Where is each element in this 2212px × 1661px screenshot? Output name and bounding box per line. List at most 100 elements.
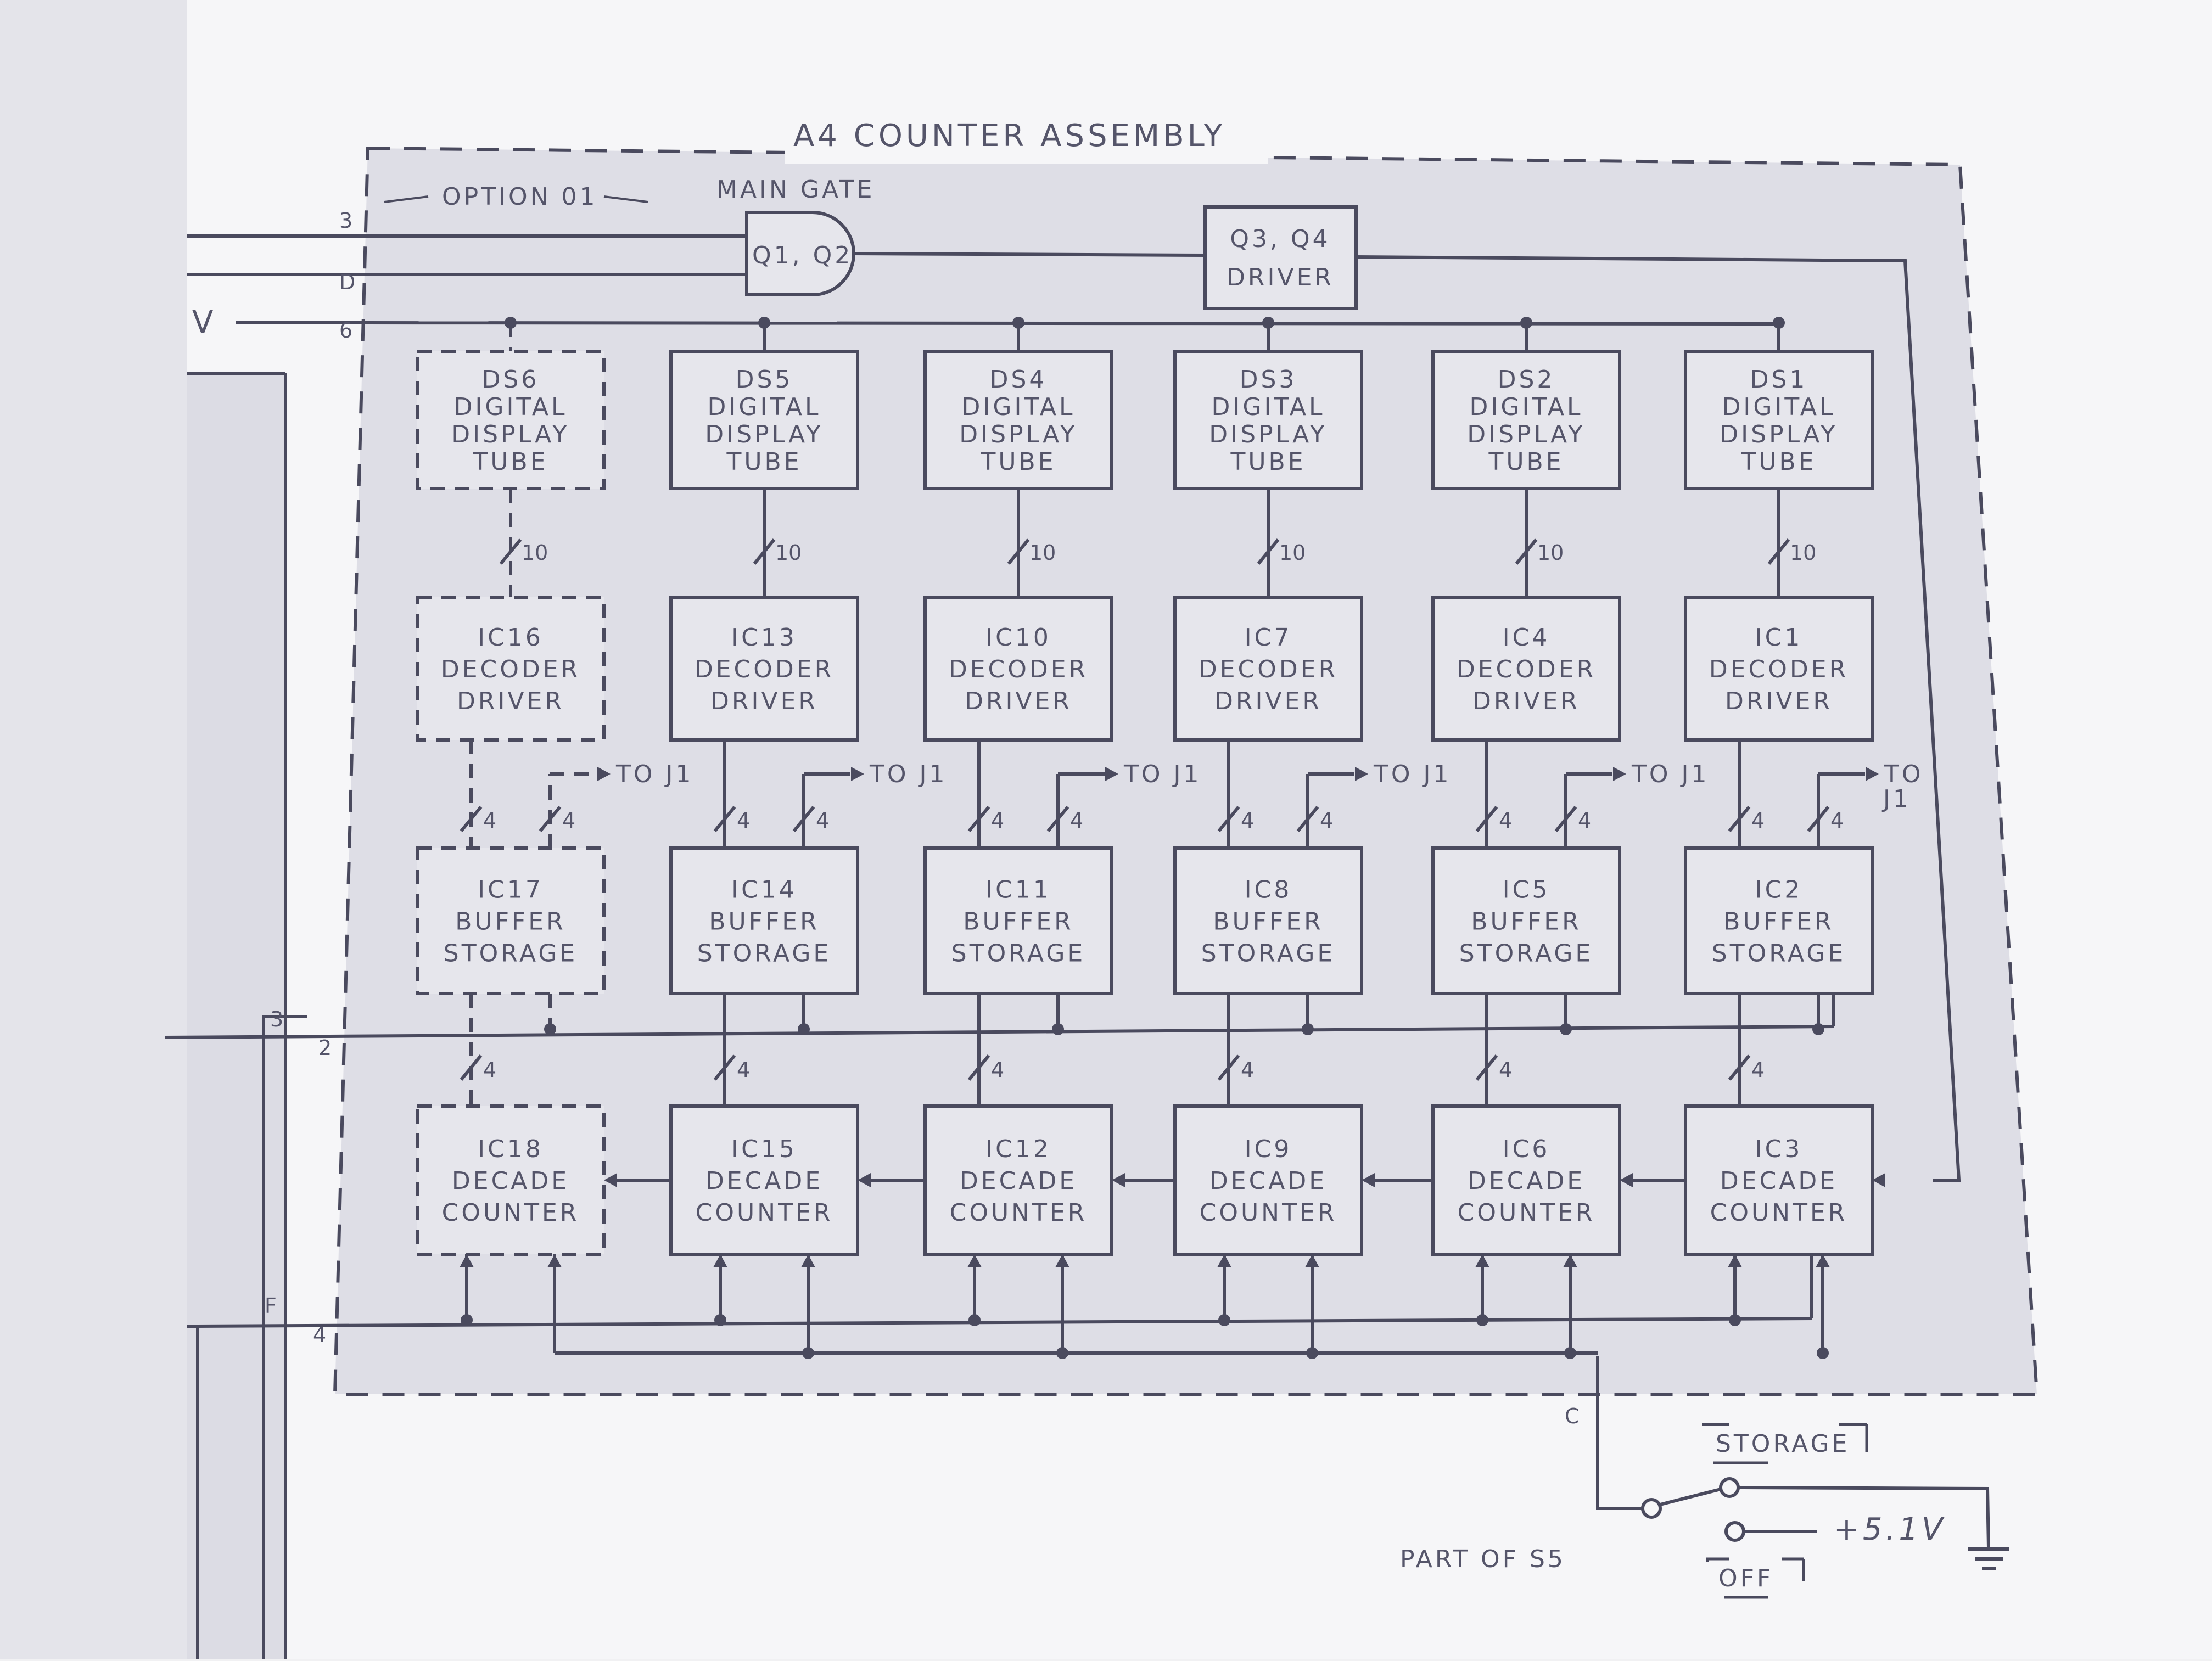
buffer-storage-label: IC2 bbox=[1755, 876, 1803, 904]
counter-enable-arrow bbox=[1816, 1254, 1830, 1267]
tube-label: DISPLAY bbox=[705, 420, 823, 448]
pin-left-3: 3 bbox=[339, 209, 352, 233]
decade-counter-label: IC12 bbox=[985, 1135, 1051, 1163]
tube-label: DISPLAY bbox=[959, 420, 1077, 448]
transfer-junction-dot bbox=[544, 1023, 556, 1035]
bus-width-label: 4 bbox=[1830, 809, 1844, 833]
bus-slash bbox=[1007, 538, 1030, 565]
bus-width-label: 4 bbox=[1320, 809, 1333, 833]
bus-width-label: 4 bbox=[1751, 809, 1765, 833]
carry-arrow bbox=[1112, 1173, 1125, 1187]
counter-input-arrow bbox=[1872, 1173, 1885, 1187]
to-j1-arrow bbox=[1613, 767, 1626, 781]
storage-position-box bbox=[1700, 1423, 1868, 1464]
decoder-driver-label: IC16 bbox=[478, 624, 544, 652]
bus-slash bbox=[1217, 1054, 1240, 1081]
buffer-storage-label: IC5 bbox=[1503, 876, 1550, 904]
q3-q4-driver-block bbox=[1203, 205, 1358, 310]
buffer-storage-label: STORAGE bbox=[951, 940, 1085, 968]
to-j1-label: TO J1 bbox=[1123, 760, 1201, 788]
switch-off-contact bbox=[1724, 1521, 1745, 1542]
buffer-storage-block bbox=[923, 846, 1113, 995]
decade-counter-label: COUNTER bbox=[696, 1199, 833, 1227]
off-position-label: OFF bbox=[1718, 1564, 1773, 1592]
tube-label: DISPLAY bbox=[451, 420, 569, 448]
buffer-storage-label: BUFFER bbox=[1723, 908, 1834, 936]
option-rule-right bbox=[603, 195, 648, 203]
bus-width-label: 4 bbox=[737, 1058, 750, 1082]
counter-enable-arrow bbox=[801, 1254, 815, 1267]
title-gap bbox=[785, 125, 1268, 164]
bus-width-label: 4 bbox=[1241, 1058, 1254, 1082]
to-j1-arrow bbox=[1866, 767, 1879, 781]
buffer-storage-block bbox=[1684, 846, 1874, 995]
carry-arrow bbox=[1620, 1173, 1633, 1187]
assembly-title: A4 COUNTER ASSEMBLY bbox=[793, 118, 1226, 154]
left-panel bbox=[0, 0, 187, 1659]
bus-slash bbox=[792, 806, 815, 832]
buffer-storage-block bbox=[1173, 846, 1363, 995]
to-j1-arrow bbox=[1105, 767, 1118, 781]
ground-wire bbox=[1738, 1486, 1990, 1548]
counter-reset-arrow bbox=[1475, 1254, 1489, 1267]
bus-slash bbox=[499, 538, 522, 565]
tube-label: TUBE bbox=[726, 448, 802, 476]
bus-width-label: 4 bbox=[1578, 809, 1591, 833]
bus-width-label: 4 bbox=[816, 809, 829, 833]
decoder-driver-label: IC4 bbox=[1503, 624, 1550, 652]
buffer-storage-label: STORAGE bbox=[1459, 940, 1593, 968]
decoder-driver-block bbox=[1684, 596, 1874, 742]
decoder-driver-label: DRIVER bbox=[1472, 687, 1580, 715]
main-gate-label: MAIN GATE bbox=[716, 176, 875, 204]
tube-block bbox=[1173, 350, 1363, 490]
buffer-storage-label: BUFFER bbox=[963, 908, 1073, 936]
decade-counter-block bbox=[1431, 1104, 1621, 1256]
reset-bus bbox=[197, 1317, 1812, 1328]
to-j1-label: TO J1 bbox=[869, 760, 947, 788]
pin-left-d: D bbox=[339, 270, 355, 294]
bus-slash bbox=[460, 806, 483, 832]
reset-junction-dot bbox=[461, 1314, 473, 1326]
decoder-driver-label: IC10 bbox=[985, 624, 1051, 652]
counter-reset-arrow bbox=[713, 1254, 727, 1267]
counter-reset-arrow bbox=[967, 1254, 982, 1267]
transfer-bus bbox=[164, 1025, 1834, 1039]
decoder-driver-label: DECODER bbox=[1199, 655, 1338, 683]
buffer-storage-label: IC8 bbox=[1245, 876, 1292, 904]
tube-label: DIGITAL bbox=[453, 393, 567, 421]
buffer-storage-label: STORAGE bbox=[1201, 940, 1335, 968]
to-j1-label: TO J1 bbox=[615, 760, 693, 788]
bus-slash bbox=[460, 1054, 483, 1081]
enable-junction-dot bbox=[1817, 1347, 1829, 1359]
gate-to-driver-wire bbox=[853, 252, 1206, 257]
buffer-storage-block bbox=[416, 846, 606, 995]
decade-counter-label: IC3 bbox=[1755, 1135, 1803, 1163]
decade-counter-block bbox=[1173, 1104, 1363, 1256]
decade-counter-label: IC6 bbox=[1503, 1135, 1550, 1163]
bus-slash bbox=[1728, 806, 1751, 832]
bus-width-label: 10 bbox=[1029, 541, 1056, 565]
tube-label: DIGITAL bbox=[1211, 393, 1325, 421]
decoder-driver-label: DRIVER bbox=[457, 687, 564, 715]
decoder-driver-label: DRIVER bbox=[965, 687, 1072, 715]
pin-left-f: F bbox=[265, 1294, 277, 1318]
bus-slash bbox=[1475, 806, 1498, 832]
tube-label: TUBE bbox=[1488, 448, 1564, 476]
decade-counter-label: DECADE bbox=[1468, 1167, 1585, 1195]
bus-width-label: 10 bbox=[1790, 541, 1816, 565]
to-j1-label: J1 bbox=[1881, 785, 1911, 813]
decade-counter-label: IC9 bbox=[1245, 1135, 1292, 1163]
supply-voltage-label: +5.1V bbox=[1834, 1512, 1946, 1547]
bus-width-label: 4 bbox=[1241, 809, 1254, 833]
tube-label: DISPLAY bbox=[1467, 420, 1585, 448]
decade-counter-label: IC18 bbox=[478, 1135, 544, 1163]
bus-width-label: 4 bbox=[1499, 1058, 1512, 1082]
pin-left-3b: 3 bbox=[270, 1007, 283, 1031]
bus-slash bbox=[1296, 806, 1319, 832]
decoder-driver-label: DECODER bbox=[1457, 655, 1596, 683]
bus-width-label: 4 bbox=[483, 1058, 496, 1082]
decoder-driver-label: DRIVER bbox=[1214, 687, 1322, 715]
bus-width-label: 10 bbox=[1537, 541, 1564, 565]
decade-counter-label: DECADE bbox=[960, 1167, 1077, 1195]
tube-label: TUBE bbox=[980, 448, 1056, 476]
